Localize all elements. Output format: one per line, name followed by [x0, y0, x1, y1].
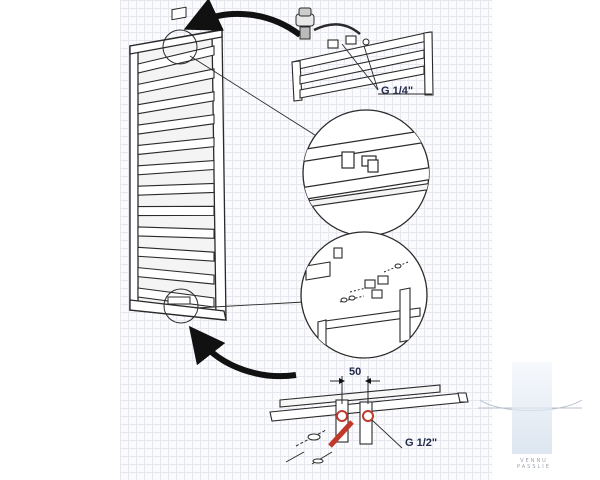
upper-radiator-section — [291, 31, 434, 102]
watermark-line-2: PASSLIE — [517, 464, 551, 470]
frame-bottom-connector — [163, 288, 199, 324]
watermark-line-1: VENNU — [520, 458, 548, 464]
radiator-tube — [137, 246, 215, 262]
watermark-bar — [512, 362, 552, 454]
detail-circle-top — [302, 109, 430, 237]
leader-lines — [189, 55, 319, 309]
spacing-dimension-label: 50 — [349, 366, 362, 378]
g14-leaders — [341, 43, 432, 95]
detail-circle-bottom — [300, 231, 428, 359]
thread-size-top-label: G 1/4" — [381, 85, 414, 97]
wall-dowel-icon — [285, 429, 333, 465]
radiator-tube — [137, 45, 215, 74]
thread-size-bottom-label: G 1/2" — [405, 437, 438, 449]
thermostatic-valve-icon — [295, 7, 370, 46]
radiator-tube — [137, 137, 215, 156]
radiator-tubes — [137, 45, 215, 308]
watermark-text: VENNU PASSLIE — [512, 458, 556, 470]
radiator-tube — [137, 182, 215, 196]
radiator-tube — [137, 226, 215, 239]
radiator-tube — [137, 91, 215, 115]
frame-top-connector — [162, 6, 198, 65]
curved-arrow-icon — [183, 0, 302, 380]
radiator-tube — [137, 114, 215, 135]
pipe-connections — [328, 410, 403, 449]
radiator-tube — [137, 159, 215, 176]
bleed-screw-icon — [339, 261, 409, 303]
radiator-tube — [137, 68, 215, 95]
dimension-50 — [330, 376, 380, 404]
radiator-tube — [137, 205, 215, 217]
left-margin — [0, 0, 120, 480]
radiator-tube — [137, 267, 215, 285]
